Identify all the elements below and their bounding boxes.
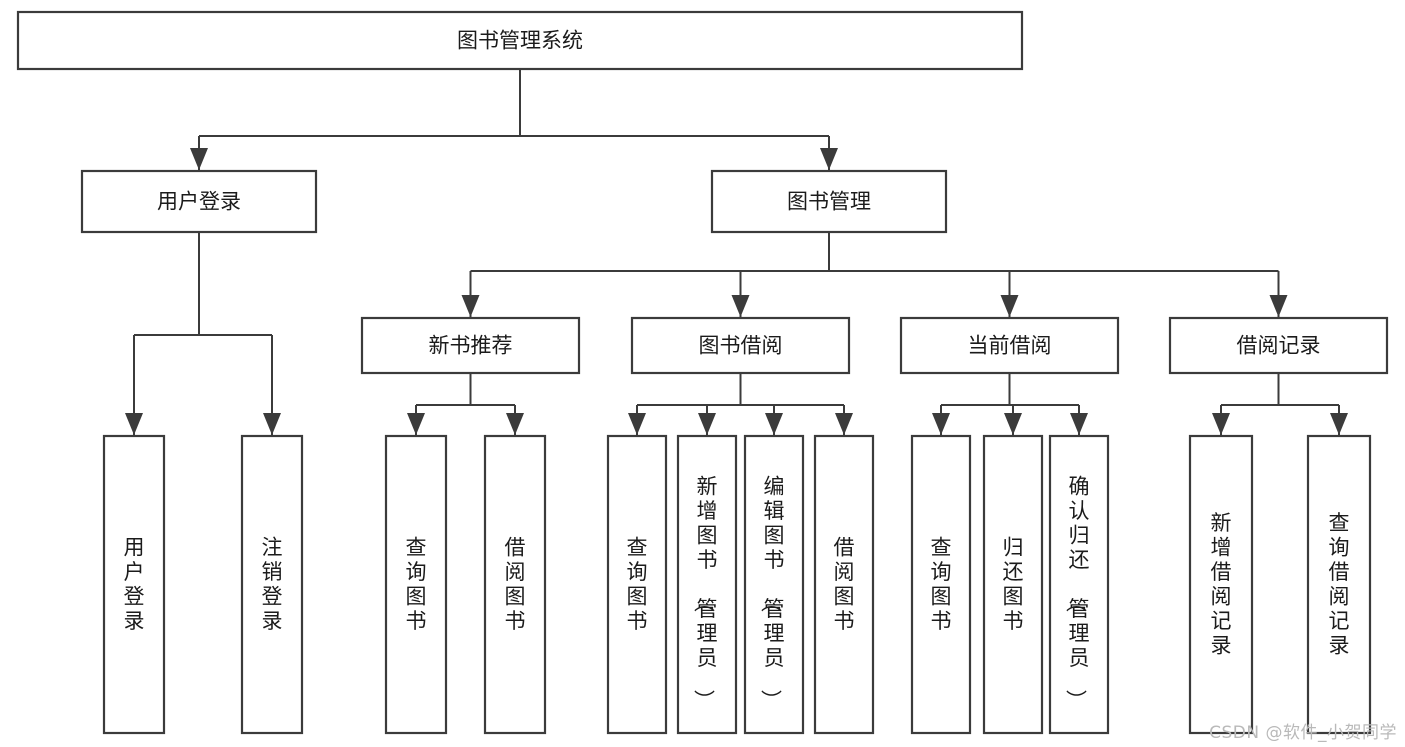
arrow-head-icon [125, 413, 143, 435]
node-leaf-borrow-book-1[interactable]: 借阅图书 [483, 434, 547, 735]
node-label: 新增图书（管理员） [692, 474, 718, 710]
node-book-borrow[interactable]: 图书借阅 [630, 316, 851, 375]
leaf-node-box [102, 434, 166, 735]
arrow-head-icon [1330, 413, 1348, 435]
root-node-box [16, 10, 1024, 71]
node-leaf-return-book[interactable]: 归还图书 [982, 434, 1044, 735]
node-leaf-borrow-book-2[interactable]: 借阅图书 [813, 434, 875, 735]
leaf-node-box [1048, 434, 1110, 735]
node-leaf-query-book-3[interactable]: 查询图书 [910, 434, 972, 735]
node-root[interactable]: 图书管理系统 [16, 10, 1024, 71]
node-leaf-edit-book[interactable]: 编辑图书（管理员） [743, 434, 805, 735]
leaf-node-box [240, 434, 304, 735]
arrow-head-icon [820, 148, 838, 170]
arrow-head-icon [263, 413, 281, 435]
arrow-head-icon [461, 295, 480, 317]
connector-layer [125, 69, 1348, 435]
node-leaf-user-login[interactable]: 用户登录 [102, 434, 166, 735]
node-label: 借阅记录 [1237, 334, 1321, 358]
leaf-node-box [813, 434, 875, 735]
node-label: 查询图书 [931, 536, 952, 634]
level2-node-box [710, 169, 948, 234]
arrow-head-icon [407, 413, 425, 435]
arrow-head-icon [628, 413, 646, 435]
node-label: 借阅图书 [505, 536, 526, 634]
arrow-head-icon [1070, 413, 1088, 435]
leaf-node-box [483, 434, 547, 735]
node-label: 图书借阅 [699, 334, 783, 358]
node-label: 用户登录 [124, 536, 145, 634]
node-leaf-logout[interactable]: 注销登录 [240, 434, 304, 735]
node-label: 查询图书 [627, 536, 648, 634]
level2-node-box [80, 169, 318, 234]
level3-node-box [360, 316, 581, 375]
node-leaf-query-book-1[interactable]: 查询图书 [384, 434, 448, 735]
arrow-head-icon [190, 148, 208, 170]
arrow-head-icon [1212, 413, 1230, 435]
node-label: 归还图书 [1003, 536, 1024, 634]
node-leaf-add-book[interactable]: 新增图书（管理员） [676, 434, 738, 735]
level3-node-box [899, 316, 1120, 375]
node-user-login[interactable]: 用户登录 [80, 169, 318, 234]
node-label: 新书推荐 [429, 334, 513, 358]
node-label: 确认归还（管理员） [1064, 474, 1090, 710]
node-label: 用户登录 [157, 190, 241, 214]
node-leaf-query-book-2[interactable]: 查询图书 [606, 434, 668, 735]
node-label: 图书管理 [787, 190, 871, 214]
leaf-node-box [1188, 434, 1254, 735]
leaf-node-box [743, 434, 805, 735]
node-label: 新增借阅记录 [1211, 511, 1232, 658]
arrow-head-icon [765, 413, 783, 435]
leaf-node-box [384, 434, 448, 735]
node-leaf-query-record[interactable]: 查询借阅记录 [1306, 434, 1372, 735]
node-leaf-add-record[interactable]: 新增借阅记录 [1188, 434, 1254, 735]
leaf-node-box [910, 434, 972, 735]
node-label: 借阅图书 [834, 536, 855, 634]
node-label: 注销登录 [262, 536, 283, 634]
level3-node-box [1168, 316, 1389, 375]
node-label: 图书管理系统 [457, 29, 583, 53]
level3-node-box [630, 316, 851, 375]
watermark-label: CSDN @软件_小贺同学 [1209, 723, 1397, 743]
node-label: 查询借阅记录 [1329, 511, 1350, 658]
arrow-head-icon [932, 413, 950, 435]
arrow-head-icon [506, 413, 524, 435]
node-new-book-recommend[interactable]: 新书推荐 [360, 316, 581, 375]
leaf-node-box [982, 434, 1044, 735]
leaf-node-box [1306, 434, 1372, 735]
node-label: 当前借阅 [968, 334, 1052, 358]
node-book-manage[interactable]: 图书管理 [710, 169, 948, 234]
leaf-node-box [606, 434, 668, 735]
node-layer: 图书管理系统用户登录图书管理新书推荐图书借阅当前借阅借阅记录用户登录注销登录查询… [16, 10, 1389, 735]
arrow-head-icon [1004, 413, 1022, 435]
node-label: 查询图书 [406, 536, 427, 634]
node-borrow-record[interactable]: 借阅记录 [1168, 316, 1389, 375]
node-label: 编辑图书（管理员） [759, 474, 785, 710]
arrow-head-icon [698, 413, 716, 435]
leaf-node-box [676, 434, 738, 735]
arrow-head-icon [731, 295, 750, 317]
node-leaf-confirm-return[interactable]: 确认归还（管理员） [1048, 434, 1110, 735]
arrow-head-icon [1269, 295, 1288, 317]
arrow-head-icon [835, 413, 853, 435]
arrow-head-icon [1000, 295, 1019, 317]
node-current-borrow[interactable]: 当前借阅 [899, 316, 1120, 375]
